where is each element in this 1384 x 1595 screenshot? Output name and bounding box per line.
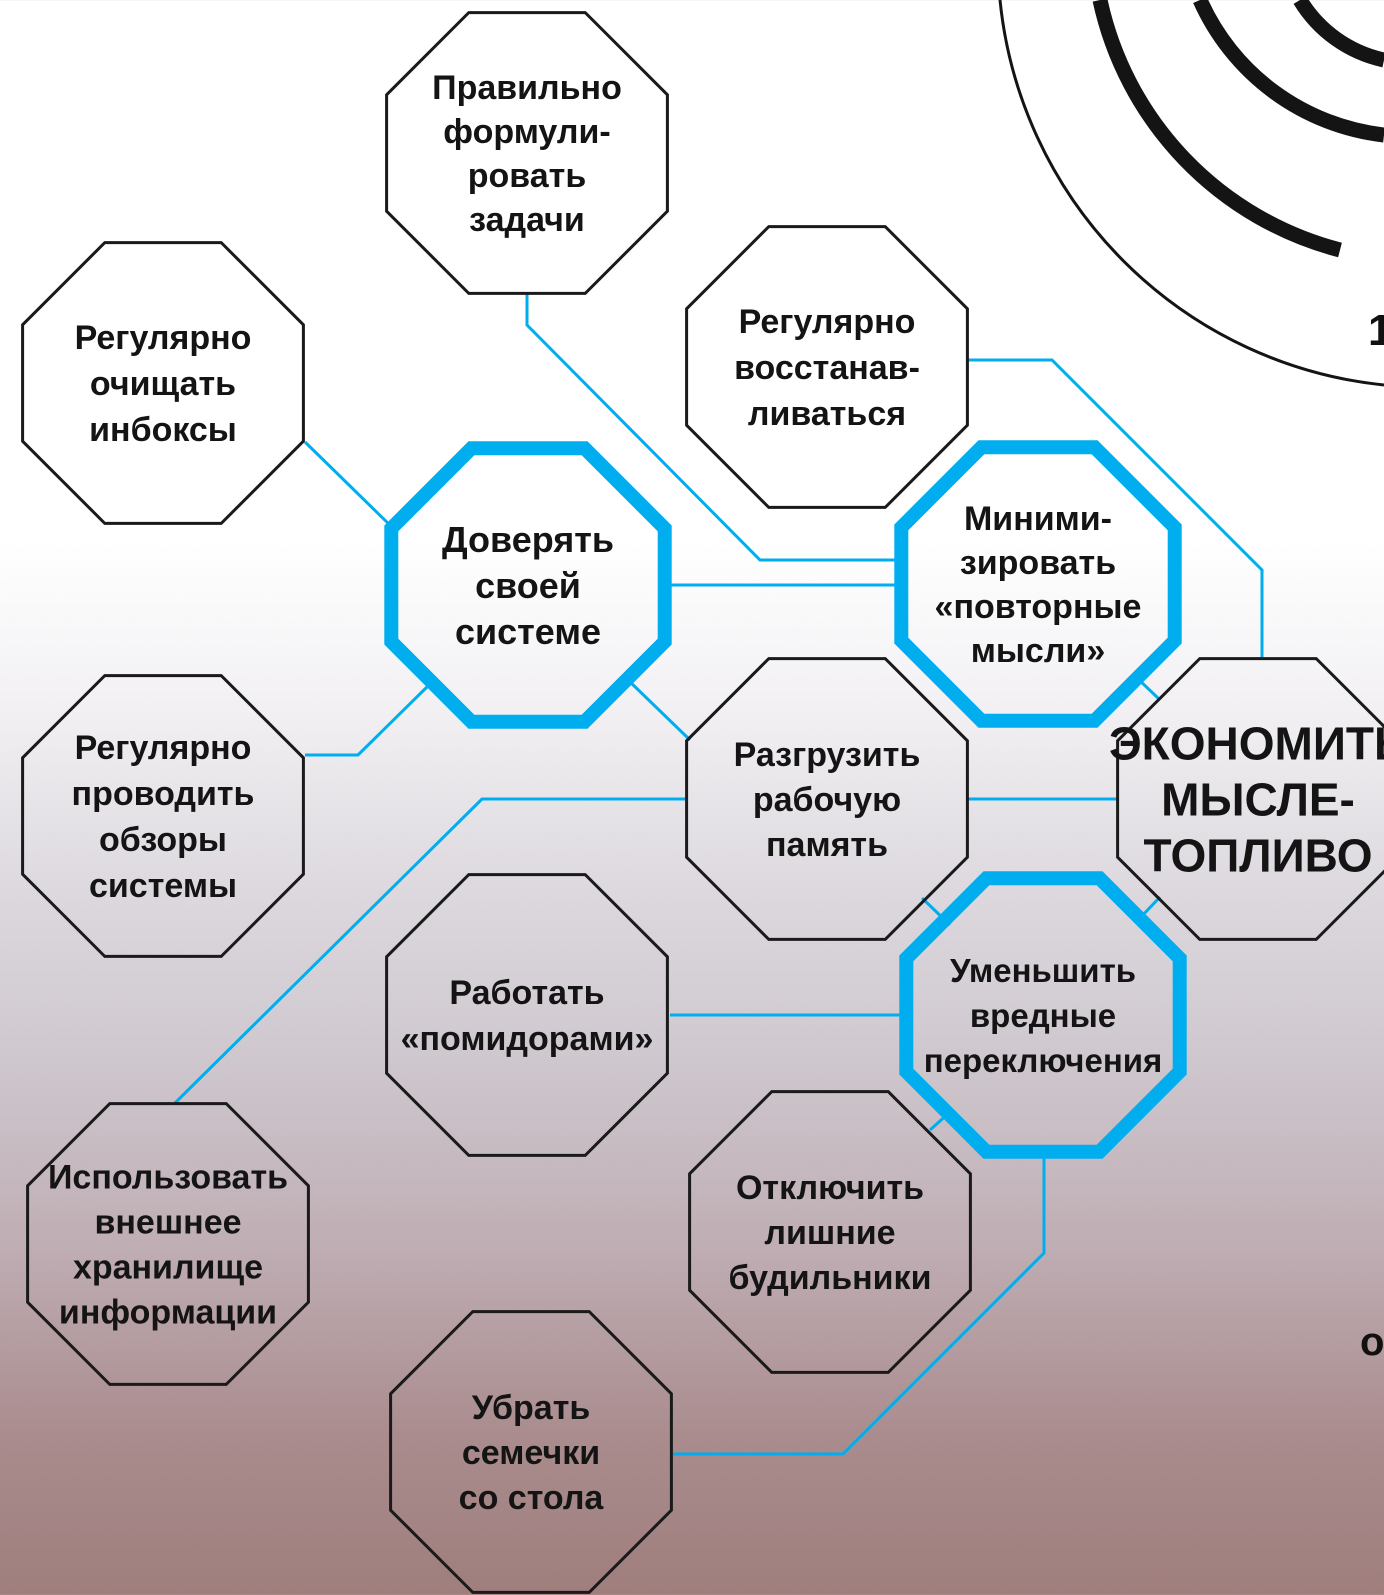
octagon-shape <box>685 657 969 941</box>
margin-fragment-1: 1 <box>1368 306 1384 355</box>
node-label-line: рабочую <box>753 781 901 819</box>
node-label-line: память <box>766 826 888 864</box>
node-label-line: со стола <box>459 1479 605 1517</box>
node-external-storage: Использовать внешнее хранилище информации <box>26 1102 310 1386</box>
node-label-line: хранилище <box>73 1249 263 1287</box>
node-label-line: Использовать <box>48 1159 288 1197</box>
node-pomodoro: Работать «помидорами» <box>385 873 669 1157</box>
node-label-line: Работать <box>449 974 604 1012</box>
octagon-shape <box>384 441 672 729</box>
node-minimize-repeat-thoughts: Миними-зировать «повторные мысли» <box>894 440 1182 728</box>
octagon-shape <box>1116 657 1384 941</box>
octagon-shape <box>389 1310 673 1594</box>
node-label-line: семечки <box>462 1434 600 1472</box>
edge-inbox-to-trust <box>303 440 397 532</box>
node-label-line: Разгрузить <box>734 736 921 774</box>
node-label-line: «повторные <box>935 588 1142 626</box>
edge-trust-to-memory <box>626 678 692 742</box>
node-recover: Регулярно восстанав-ливаться <box>685 225 969 509</box>
node-label-line: восстанав- <box>734 349 920 387</box>
node-label-line: своей <box>475 565 581 606</box>
node-label-line: Миними- <box>964 500 1112 538</box>
node-reduce-switches: Уменьшить вредные переключения <box>899 871 1187 1159</box>
node-label-line: очищать <box>90 365 236 403</box>
node-label-line: инбоксы <box>89 411 237 449</box>
node-label-line: системе <box>455 611 601 652</box>
node-label-line: ровать <box>468 157 586 195</box>
edge-formulate-to-minimize <box>525 292 900 562</box>
node-label-line: Регулярно <box>75 319 252 357</box>
node-label-line: формули- <box>443 113 610 151</box>
node-label-line: Регулярно <box>75 729 252 767</box>
octagon-shape <box>688 1090 972 1374</box>
node-label-line: Доверять <box>442 519 614 560</box>
node-label-line: переключения <box>924 1042 1163 1079</box>
node-label-line: внешнее <box>94 1204 241 1242</box>
node-remove-seeds: Убрать семечки со стола <box>389 1310 673 1594</box>
node-label-line: ЭКОНОМИТЬ <box>1109 718 1384 770</box>
node-label-line: информации <box>59 1294 277 1332</box>
octagon-shape <box>21 241 305 525</box>
octagon-shape <box>21 674 305 958</box>
node-label-line: системы <box>89 867 237 905</box>
edge-storage-to-memory <box>173 797 686 1105</box>
edge-recover-to-fuel <box>968 358 1264 660</box>
node-clear-inboxes: Регулярно очищать инбоксы <box>21 241 305 525</box>
node-formulate-tasks: Правильно формули-ровать задачи <box>385 11 669 295</box>
node-unload-working-memory: Разгрузить рабочую память <box>685 657 969 941</box>
node-label-line: Убрать <box>472 1389 591 1427</box>
octagon-shape <box>385 11 669 295</box>
node-label-line: проводить <box>72 775 255 813</box>
octagon-shape <box>685 225 969 509</box>
octagon-shape <box>894 440 1182 728</box>
node-label-line: будильники <box>729 1259 932 1297</box>
node-label-line: Регулярно <box>739 303 916 341</box>
node-label-line: Отключить <box>736 1169 924 1207</box>
node-label-line: мысли» <box>971 632 1106 670</box>
node-label-line: МЫСЛЕ- <box>1161 774 1355 826</box>
octagon-shape <box>26 1102 310 1386</box>
node-trust-system: Доверять своей системе <box>384 441 672 729</box>
octagon-shape <box>385 873 669 1157</box>
octagon-shape <box>899 871 1187 1159</box>
connector-lines <box>173 292 1264 1456</box>
node-label-line: ливаться <box>748 395 906 433</box>
node-label-line: обзоры <box>99 821 227 859</box>
node-label-line: зировать <box>960 544 1116 582</box>
edge-seeds-to-switches <box>673 1150 1046 1456</box>
node-label-line: задачи <box>469 201 585 239</box>
node-label-line: Уменьшить <box>950 952 1136 989</box>
edge-review-to-trust <box>305 682 432 757</box>
node-label-line: вредные <box>970 997 1116 1034</box>
node-label-line: Правильно <box>432 69 622 107</box>
node-disable-alarms: Отключить лишние будильники <box>688 1090 972 1374</box>
margin-fragment-2: о <box>1360 1320 1384 1364</box>
decorative-arcs <box>998 0 1384 387</box>
node-label-line: «помидорами» <box>401 1020 654 1058</box>
node-label-line: лишние <box>764 1214 895 1252</box>
node-review-system: Регулярно проводить обзоры системы <box>21 674 305 958</box>
node-label-line: ТОПЛИВО <box>1144 830 1373 882</box>
